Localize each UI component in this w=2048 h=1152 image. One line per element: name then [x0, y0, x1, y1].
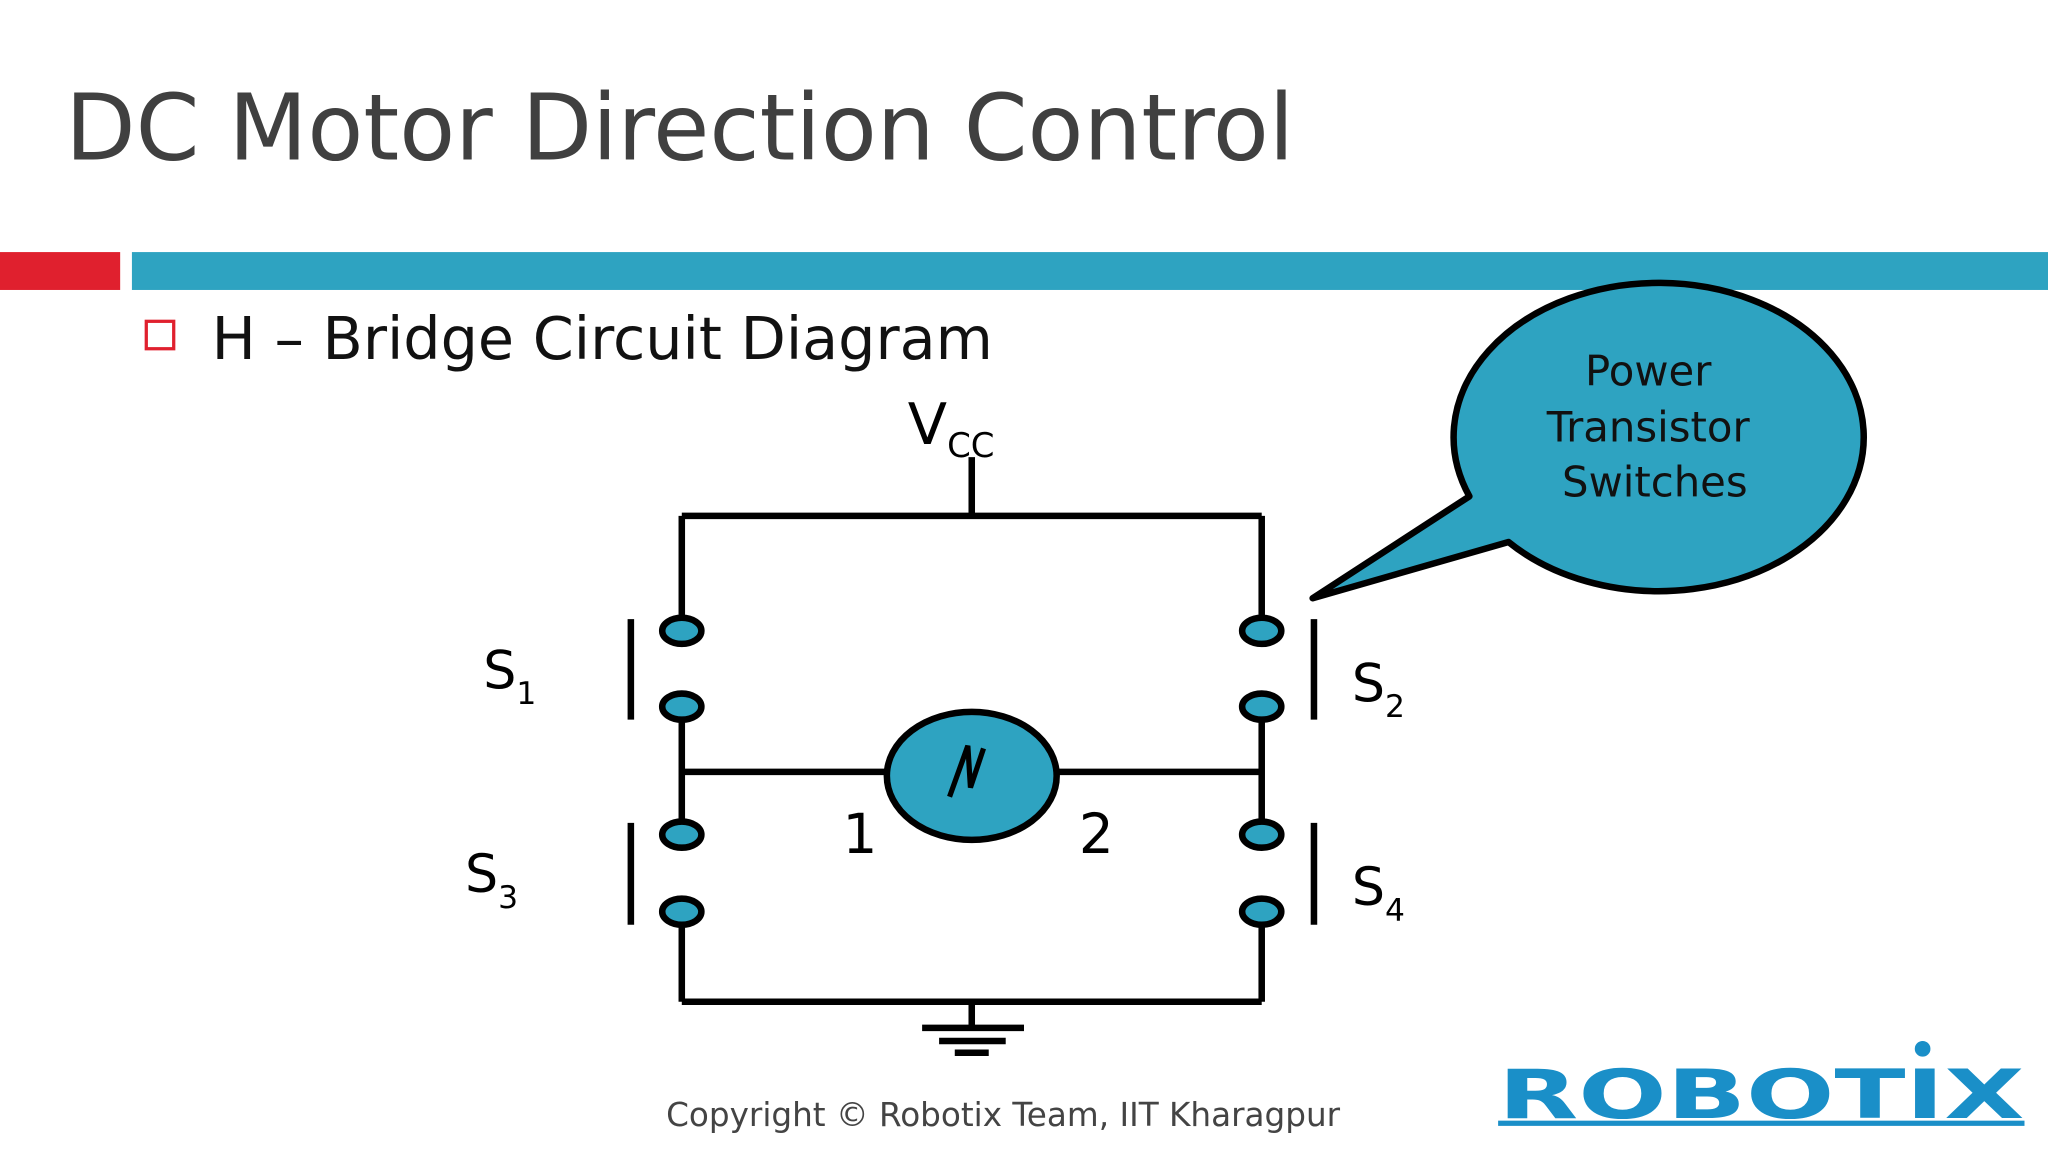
- callout-bubble: Power Transistor Switches: [1309, 279, 1867, 602]
- red-accent-bar: [0, 252, 121, 290]
- gear-icon: [1914, 1040, 1931, 1057]
- vcc-label: VCC: [908, 391, 995, 466]
- motor: [883, 708, 1060, 844]
- wires: [678, 457, 1265, 1028]
- h-bridge-diagram: VCC S1 S2 S3 S4 1 2: [465, 391, 1405, 1056]
- teal-accent-bar: [131, 252, 2048, 290]
- copyright-footer: Copyright © Robotix Team, IIT Kharagpur: [666, 1096, 1341, 1134]
- terminal-1-label: 1: [842, 802, 877, 866]
- terminal-2-label: 2: [1079, 802, 1114, 866]
- bullet-square-icon: [144, 319, 176, 351]
- switch-label-s1: S1: [483, 641, 536, 712]
- robotix-logo: ROBOTIX: [1498, 1040, 2025, 1135]
- slide-title: DC Motor Direction Control: [65, 74, 1294, 181]
- switch-label-s4: S4: [1352, 858, 1405, 929]
- bullet-text: H – Bridge Circuit Diagram: [212, 304, 993, 373]
- switch-bars: [627, 619, 1318, 925]
- switch-label-s2: S2: [1352, 654, 1405, 725]
- callout-text: Power Transistor Switches: [1546, 346, 1763, 506]
- switch-contacts: [658, 614, 1285, 928]
- motor-symbol-icon: [947, 744, 986, 798]
- switch-label-s3: S3: [465, 845, 518, 916]
- ground-icon: [922, 1024, 1024, 1056]
